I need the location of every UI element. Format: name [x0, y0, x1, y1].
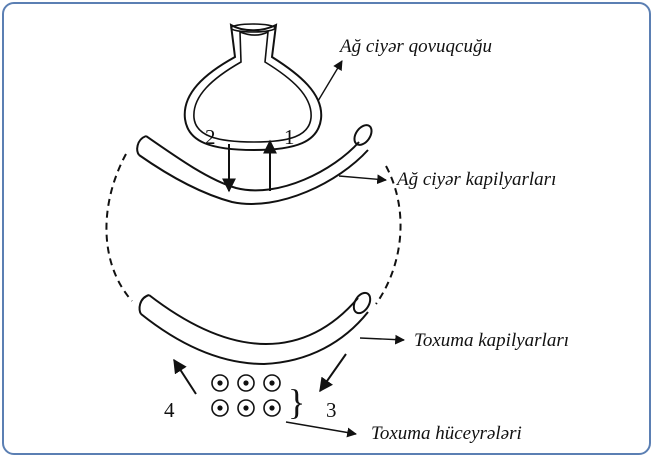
leader-tissue-cells	[286, 422, 356, 434]
leader-alveolus	[318, 61, 342, 101]
tissue-cells	[212, 375, 280, 416]
number-3: 3	[326, 398, 337, 422]
number-4: 4	[164, 398, 175, 422]
arrow-3	[320, 354, 346, 391]
label-lung-capillaries: Ağ ciyər kapilyarları	[395, 169, 556, 190]
label-tissue-cells: Toxuma hüceyrələri	[371, 423, 522, 444]
cells-brace: }	[288, 382, 305, 422]
number-2: 2	[205, 125, 216, 149]
label-alveolus: Ağ ciyər qovuqcuğu	[338, 36, 492, 57]
tissue-capillary-tube	[140, 290, 374, 364]
leader-tissue-capillaries	[360, 338, 404, 340]
arrow-4	[174, 360, 196, 394]
number-1: 1	[284, 125, 295, 149]
left-dashed-loop	[106, 154, 132, 301]
label-tissue-capillaries: Toxuma kapilyarları	[414, 330, 569, 351]
lung-capillary-tube	[137, 122, 375, 204]
leader-lung-capillaries	[339, 176, 386, 180]
diagram-canvas: 2 1 3 4 } Ağ ciyər qovuqcuğu Ağ ciyər ka…	[4, 4, 651, 455]
